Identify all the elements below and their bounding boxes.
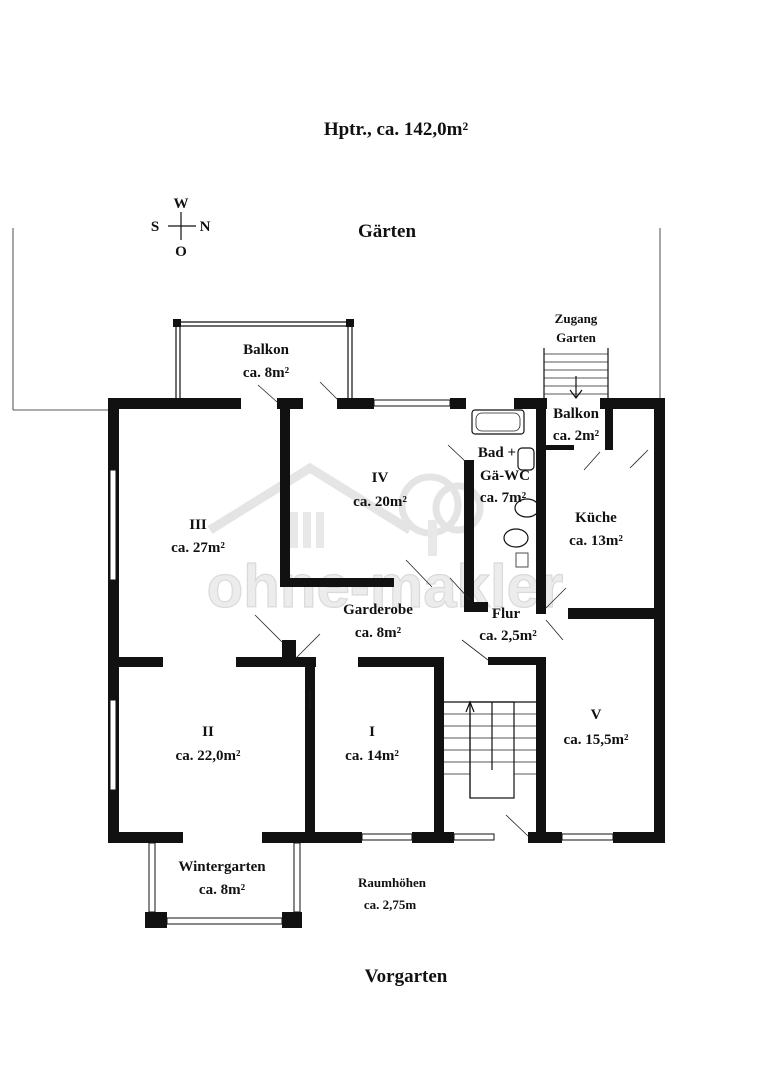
room-name: III [189,517,207,533]
ceiling-line2: ca. 2,75m [364,897,417,912]
plan-title: Hptr., ca. 142,0m² [324,119,469,140]
room-garderobe: Garderobe ca. 8m² [343,602,413,641]
room-iii: III ca. 27m² [171,517,225,556]
access-line1: Zugang [555,311,598,326]
compass-south: S [151,219,159,235]
compass-north: N [200,219,211,235]
room-name: Küche [575,510,617,526]
access-line2: Garten [556,330,596,345]
room-area: ca. 8m² [355,625,402,641]
room-iv: IV ca. 20m² [353,470,407,510]
room-name: Balkon [243,342,290,358]
room-area: ca. 8m² [243,365,290,381]
watermark-text: ohne-makler [207,553,564,620]
room-i: I ca. 14m² [345,724,399,764]
room-balkon-left: Balkon ca. 8m² [243,342,290,381]
room-garden-access: Zugang Garten [555,311,598,345]
room-name: Flur [492,606,521,622]
room-area: ca. 15,5m² [564,732,629,748]
room-kueche: Küche ca. 13m² [569,510,623,549]
door-swings [254,381,649,837]
room-balkon-right: Balkon ca. 2m² [553,406,600,444]
walls [108,398,665,928]
room-area: ca. 20m² [353,494,407,510]
room-name: Wintergarten [178,859,266,875]
windows [109,399,614,925]
ceiling-line1: Raumhöhen [358,875,427,890]
room-name: Garderobe [343,602,413,618]
compass-icon: W O S N [151,196,211,260]
bathroom-fixtures [471,409,540,568]
room-area: ca. 2,5m² [479,628,537,644]
ceiling-height-note: Raumhöhen ca. 2,75m [358,875,427,912]
room-name: Balkon [553,406,600,422]
room-name: Bad + [478,445,516,461]
garden-stairs [543,348,609,399]
room-area: ca. 22,0m² [176,748,241,764]
compass-west: W [174,196,189,212]
room-name: II [202,724,214,740]
room-name-2: Gä-WC [480,468,530,484]
balcony-left-structure [173,319,354,398]
compass-east: O [175,244,187,260]
room-area: ca. 8m² [199,882,246,898]
watermark: ohne-makler [206,462,564,621]
room-bad: Bad + Gä-WC ca. 7m² [478,445,530,506]
room-area: ca. 13m² [569,533,623,549]
room-name: I [369,724,375,740]
room-name: IV [372,470,389,486]
front-garden-label: Vorgarten [365,966,448,987]
room-wintergarten: Wintergarten ca. 8m² [178,859,266,898]
room-name: V [591,707,602,723]
room-flur: Flur ca. 2,5m² [479,606,537,644]
room-area: ca. 2m² [553,428,600,444]
garden-label: Gärten [358,221,416,242]
property-lines [12,228,661,411]
room-v: V ca. 15,5m² [564,707,629,748]
room-area: ca. 14m² [345,748,399,764]
interior-stairs [444,700,536,799]
room-area: ca. 7m² [480,490,527,506]
room-ii: II ca. 22,0m² [176,724,241,764]
room-labels: Balkon ca. 8m² Zugang Garten Balkon ca. … [171,311,629,912]
room-area: ca. 27m² [171,540,225,556]
